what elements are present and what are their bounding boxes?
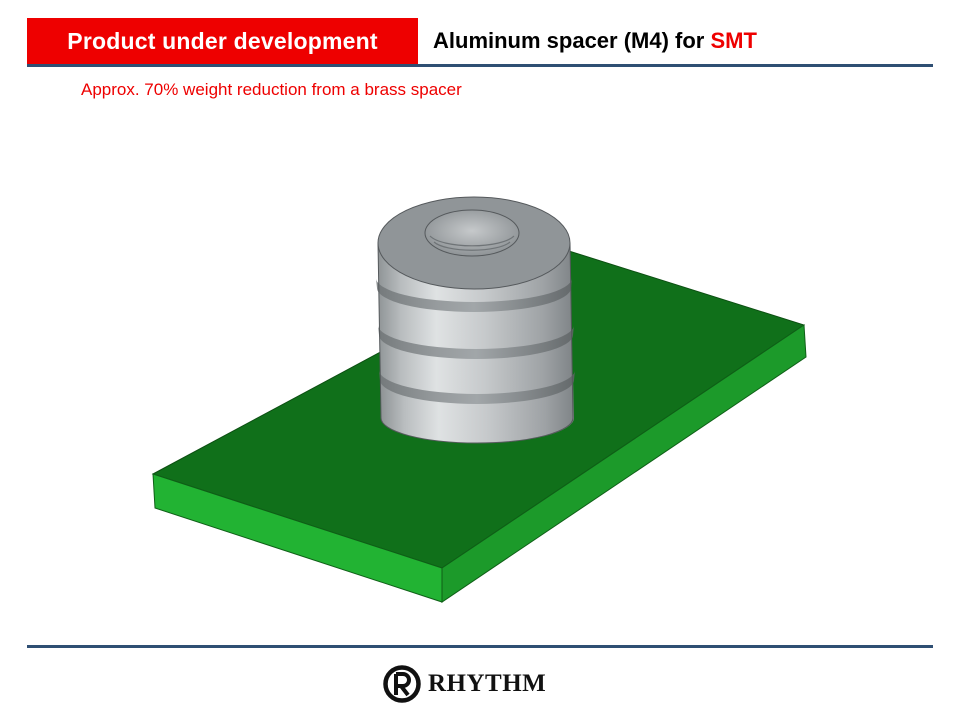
aluminum-spacer — [376, 196, 575, 444]
title-accent: SMT — [710, 28, 757, 53]
header-divider — [27, 64, 933, 67]
rhythm-logo-mark-icon — [383, 665, 421, 703]
board-right-face — [441, 324, 807, 603]
footer-divider — [27, 645, 933, 648]
rhythm-logo: RHYTHM — [382, 664, 546, 704]
title-main: Aluminum spacer (M4) for — [433, 28, 711, 53]
threaded-hole — [424, 209, 520, 257]
rhythm-logo-text: RHYTHM — [428, 670, 547, 697]
page-title: Aluminum spacer (M4) for SMT — [433, 18, 757, 64]
subtitle: Approx. 70% weight reduction from a bras… — [81, 80, 462, 99]
development-badge: Product under development — [27, 18, 418, 64]
